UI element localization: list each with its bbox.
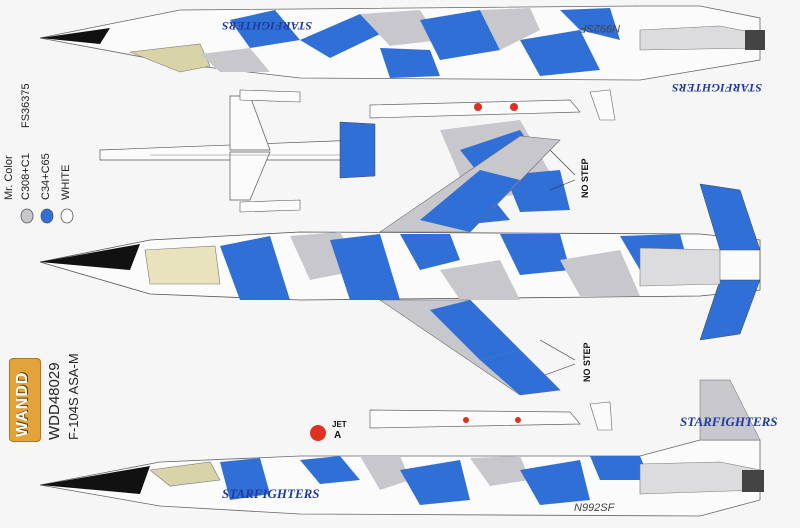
registration-top: N992SF — [580, 22, 621, 34]
wing-bottom-view — [369, 401, 613, 431]
starfighters-logo-top: STARFIGHTERS — [222, 19, 313, 33]
legend-item-blue: C34+C65 — [40, 153, 52, 200]
registration-bottom: N992SF — [574, 502, 615, 514]
no-step-label-bottom: NO STEP — [582, 342, 592, 382]
side-view-bottom — [39, 379, 764, 517]
legend-item-white: WHITE — [60, 164, 72, 200]
side-view-top — [39, 5, 765, 81]
legend-brand: Mr. Color — [3, 155, 15, 200]
legend-fs-code: FS36375 — [20, 83, 32, 128]
wandd-logo: WANDD — [9, 358, 41, 442]
swatch-grey — [20, 208, 34, 224]
product-code: WDD48029 — [46, 362, 63, 440]
swatch-white — [60, 208, 74, 224]
product-model: F-104S ASA-M — [66, 353, 81, 440]
center-plan-view — [39, 135, 761, 396]
wandd-logo-text: WANDD — [14, 371, 31, 437]
jet-letter: A — [334, 430, 342, 441]
legend-item-grey: C308+C1 — [20, 153, 32, 200]
starfighters-logo-bottom: STARFIGHTERS — [222, 486, 320, 501]
starfighters-logo-bottom-tail: STARFIGHTERS — [680, 414, 778, 429]
swatch-blue — [40, 208, 54, 224]
small-plan-view — [99, 89, 376, 213]
no-step-label-top: NO STEP — [580, 158, 590, 198]
jet-label: JET — [332, 420, 347, 429]
starfighters-logo-top-tail: STARFIGHTERS — [672, 81, 763, 95]
